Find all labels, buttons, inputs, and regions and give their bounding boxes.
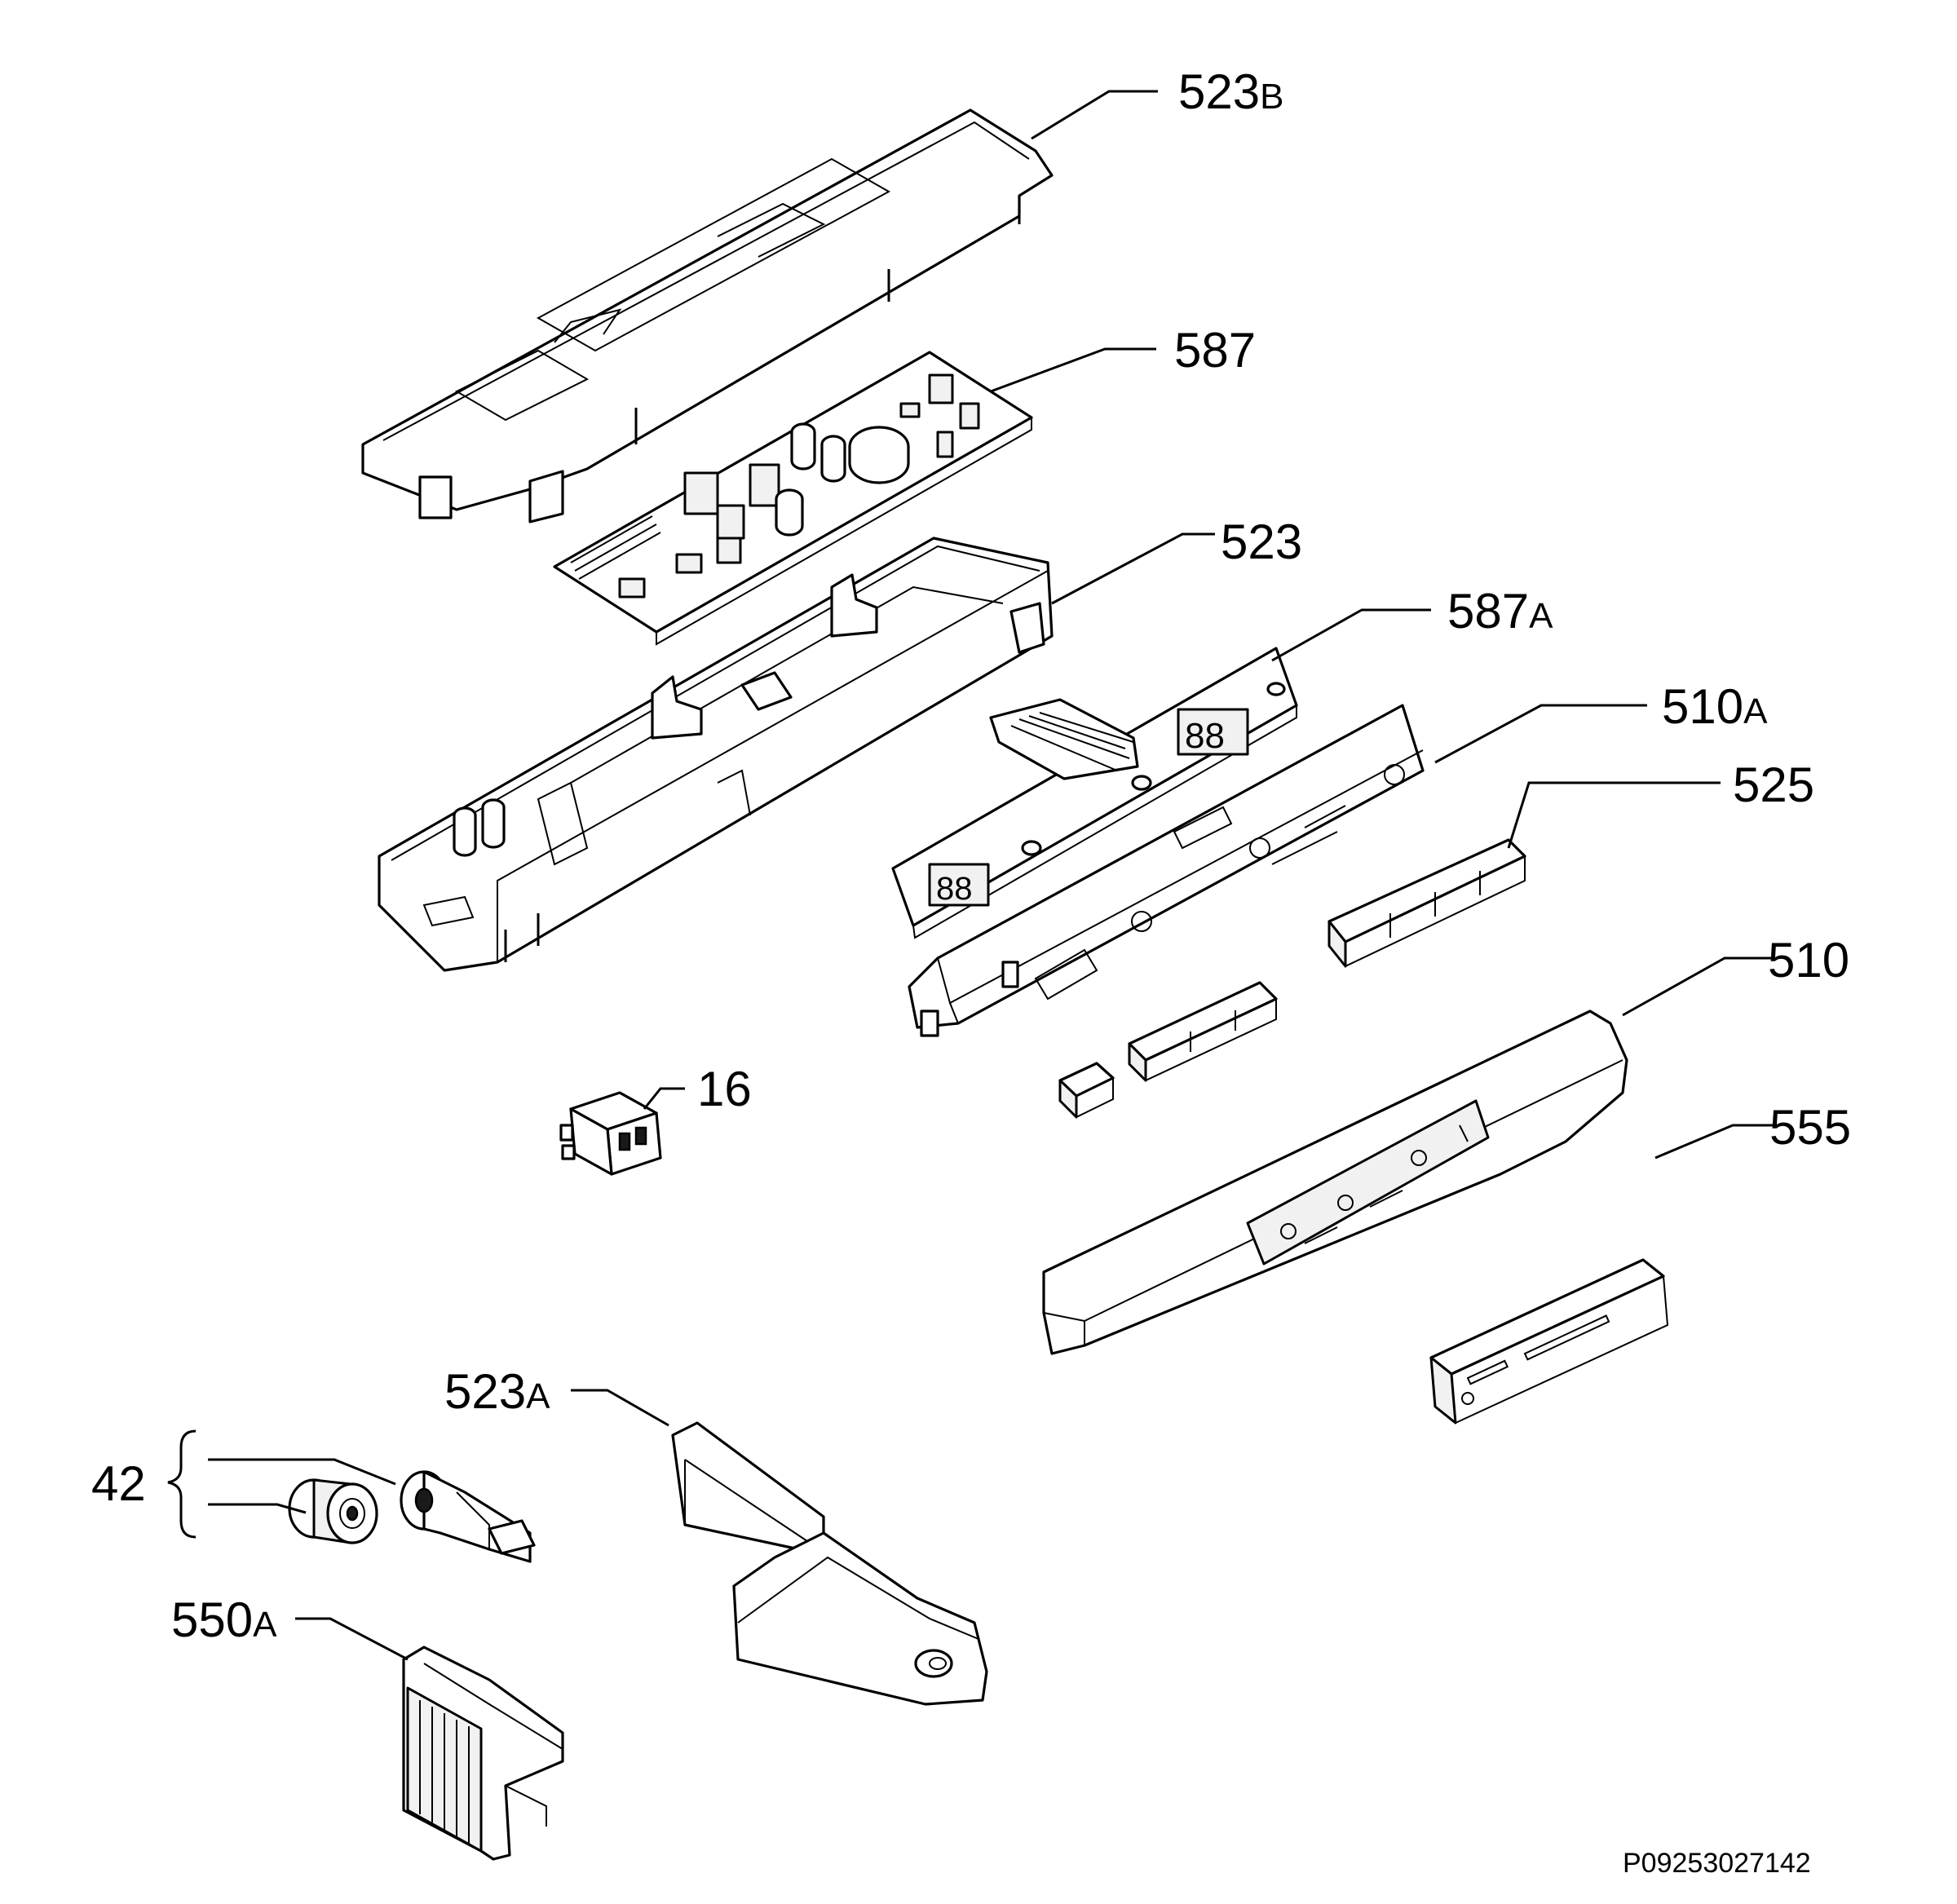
part-16-switch — [559, 1091, 662, 1176]
part-587-circuit-board — [553, 351, 1033, 646]
svg-text:88: 88 — [936, 871, 973, 907]
leader-lines — [208, 90, 1774, 1661]
label-550a: 550A — [171, 1593, 277, 1647]
label-555: 555 — [1769, 1100, 1851, 1155]
part-555-trim-strip — [1429, 1258, 1669, 1425]
label-525: 525 — [1733, 758, 1814, 812]
part-42-knob-set — [288, 1470, 536, 1563]
label-587a: 587A — [1447, 584, 1553, 638]
label-523: 523 — [1221, 515, 1302, 569]
label-16: 16 — [697, 1062, 752, 1116]
part-510-front-fascia — [1042, 1009, 1628, 1355]
label-523b: 523B — [1178, 64, 1283, 119]
label-42: 42 — [91, 1456, 146, 1511]
part-523-main-housing — [378, 537, 1054, 972]
svg-text:88: 88 — [1185, 716, 1225, 756]
part-523b-top-cover — [361, 108, 1054, 523]
label-510a: 510A — [1662, 679, 1768, 734]
part-550a-end-cap — [402, 1646, 564, 1861]
part-523a-end-cap — [671, 1421, 988, 1706]
label-587: 587 — [1174, 323, 1256, 378]
label-523a: 523A — [444, 1364, 550, 1419]
diagram-code: P09253027142 — [1623, 1848, 1811, 1879]
part-510a-button-panel — [908, 704, 1425, 1037]
label-510: 510 — [1768, 933, 1849, 987]
brace-42 — [167, 1429, 197, 1539]
part-587a-display-board: 88 88 — [891, 647, 1298, 939]
part-525-button-keys — [1058, 838, 1526, 1119]
